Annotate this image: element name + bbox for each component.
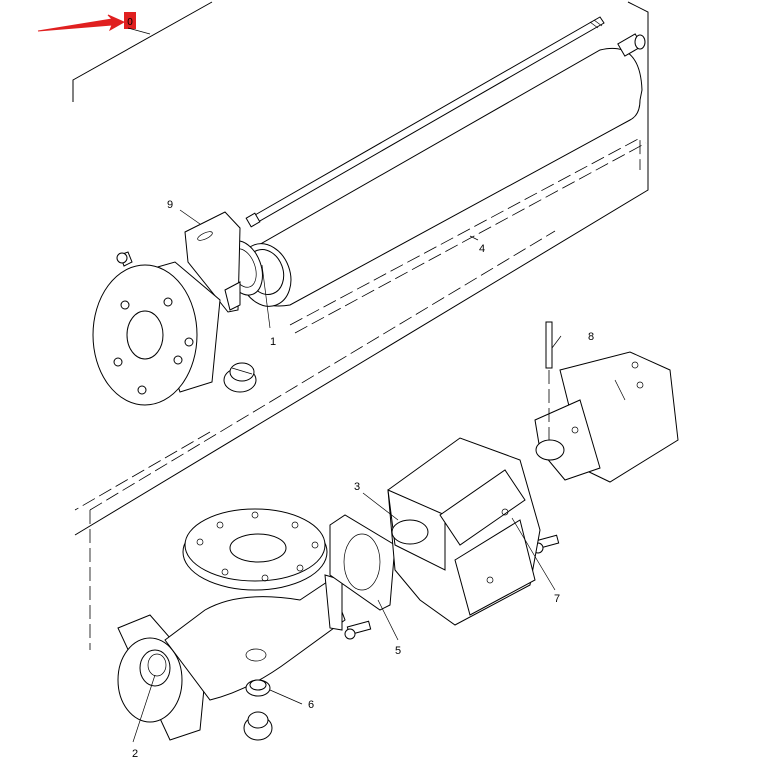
marker-label: 0 <box>127 17 133 28</box>
gasket <box>329 514 396 611</box>
top-assembly-bracket <box>72 1 649 536</box>
leader-lines <box>132 209 562 743</box>
phantom-outlines <box>74 137 647 650</box>
tie-rod <box>245 16 605 228</box>
callout-2: 2 <box>132 748 138 757</box>
callout-4: 4 <box>479 243 485 255</box>
washer-and-plug <box>243 679 273 741</box>
callout-6: 6 <box>308 699 314 711</box>
callout-7: 7 <box>554 593 560 605</box>
red-arrow-marker: 0 <box>37 12 136 32</box>
bracket-plate <box>184 211 241 313</box>
upper-flange <box>92 251 221 406</box>
alignment-pin <box>545 321 553 440</box>
callout-1: 1 <box>270 336 276 348</box>
callout-9: 9 <box>167 199 173 211</box>
motor-unit <box>534 351 679 483</box>
callout-8: 8 <box>588 331 594 343</box>
callout-3: 3 <box>354 481 360 493</box>
bearing-housing <box>387 437 541 626</box>
callout-5: 5 <box>395 645 401 657</box>
drain-plug-upper <box>223 362 257 393</box>
cylinder-tube <box>238 33 646 307</box>
pump-body <box>117 508 346 741</box>
callout-labels: 1 2 3 4 5 6 7 8 9 <box>132 199 594 760</box>
marker-box <box>124 12 136 29</box>
